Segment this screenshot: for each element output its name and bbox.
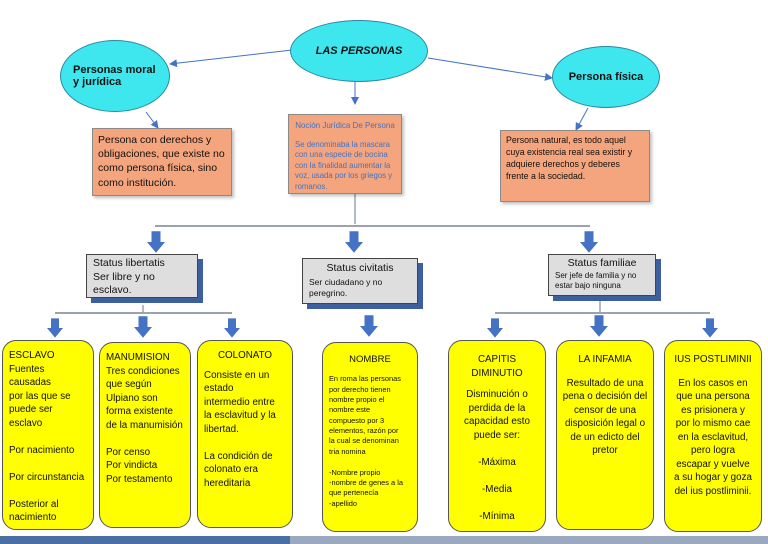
personas-moral-label: Personas moral y jurídica [73,64,156,88]
la-infamia-text: Resultado de una pena o decisión del cen… [562,377,648,457]
ius-postliminii-title: IUS POSTLIMINII [674,354,752,365]
nombre-text: En roma las personas por derecho tienen … [329,374,403,508]
connector-arrow [427,57,553,81]
la-infamia-box: LA INFAMIA Resultado de una pena o decis… [556,340,654,530]
block-arrow [147,231,165,253]
fisica-description-box: Persona natural, es todo aquel cuya exis… [500,130,650,202]
block-arrow [134,316,152,338]
block-arrow [702,318,718,338]
nocion-juridica-title: Noción Jurídica De Persona [295,121,395,130]
persona-fisica-node: Persona física [552,46,660,108]
status-familiae-text: Ser jefe de familia y no estar bajo ning… [555,270,637,291]
block-arrow [360,315,378,337]
esclavo-box: ESCLAVO Fuentes causadas por las que se … [2,340,94,530]
esclavo-text: ESCLAVO Fuentes causadas por las que se … [9,350,85,524]
connector-arrow [169,49,293,68]
colonato-title: COLONATO [217,350,273,361]
block-arrow [47,318,63,338]
status-civitatis-box: Status civitatis Ser ciudadano y no pere… [302,258,418,304]
status-libertatis-title: Status libertatis [93,257,165,269]
moral-description: Persona con derechos y obligaciones, que… [98,134,225,189]
nombre-title: NOMBRE [349,354,391,365]
nocion-juridica-box: Noción Jurídica De Persona Se denominaba… [288,114,402,194]
las-personas-title: LAS PERSONAS [315,45,403,57]
ius-postliminii-box: IUS POSTLIMINII En los casos en que una … [664,340,762,532]
ius-postliminii-text: En los casos en que una persona es prisi… [674,377,752,497]
nombre-box: NOMBRE En roma las personas por derecho … [322,342,418,532]
block-arrow [224,318,240,338]
block-arrow [580,231,598,253]
moral-description-box: Persona con derechos y obligaciones, que… [92,128,232,196]
personas-moral-node: Personas moral y jurídica [60,40,170,112]
block-arrow [345,231,363,253]
la-infamia-title: LA INFAMIA [578,354,632,365]
fisica-description: Persona natural, es todo aquel cuya exis… [506,135,633,181]
status-familiae-title: Status familiae [567,257,637,269]
status-civitatis-title: Status civitatis [326,262,394,274]
bottom-bar-dark [0,536,290,544]
bottom-bar-light [290,536,768,544]
colonato-box: COLONATO Consiste en un estado intermedi… [197,340,293,528]
status-civitatis-text: Ser ciudadano y no peregrino. [309,276,383,298]
connector-arrow [145,111,159,129]
nocion-juridica-text: Se denominaba la mascara con una especie… [295,139,393,191]
status-libertatis-text: Ser libre y no esclavo. [93,270,155,297]
las-personas-node: LAS PERSONAS [290,20,428,82]
manumision-text: MANUMISION Tres condiciones que según Ul… [106,352,183,485]
manumision-box: MANUMISION Tres condiciones que según Ul… [99,342,191,528]
block-arrow [590,315,608,337]
capitis-diminutio-text: Disminución o perdida de la capacidad es… [464,389,530,522]
colonato-text: Consiste en un estado intermedio entre l… [204,369,276,489]
persona-fisica-label: Persona física [568,71,644,83]
connector-arrow [575,107,589,131]
capitis-diminutio-box: CAPITIS DIMINUTIO Disminución o perdida … [448,340,546,532]
status-libertatis-box: Status libertatis Ser libre y no esclavo… [86,254,198,298]
capitis-diminutio-title: CAPITIS DIMINUTIO [471,354,523,379]
block-arrow [487,318,503,338]
status-familiae-box: Status familiae Ser jefe de familia y no… [548,254,656,296]
